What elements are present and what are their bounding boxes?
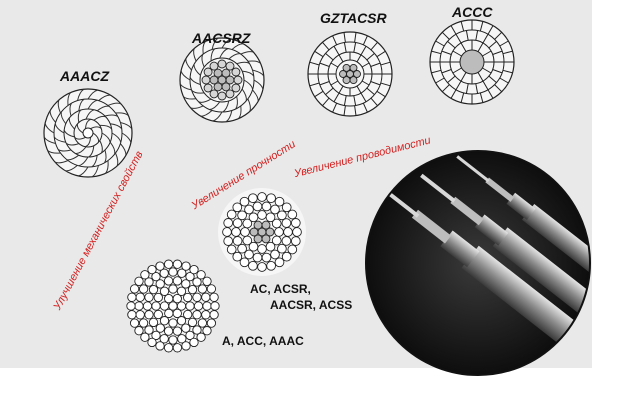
label-a-line: A, ACC, AAAC: [222, 334, 304, 348]
label-gztacsr: GZTACSR: [320, 10, 387, 26]
gztacsr-cross-section: [307, 31, 393, 117]
aaac-cross-section: [126, 259, 220, 353]
aaacz-cross-section: [43, 88, 133, 178]
label-ac-line2: AACSR, ACSS: [270, 298, 353, 312]
label-ac-line1: AC, ACSR,: [250, 282, 311, 296]
label-accc: ACCC: [452, 4, 493, 20]
acsr-cross-section: [218, 188, 306, 276]
cable-photo: [365, 150, 591, 376]
accc-cross-section: [429, 19, 515, 105]
label-aacsrz: AACSRZ: [192, 30, 251, 46]
label-aaacz: AAACZ: [60, 68, 109, 84]
aacsrz-cross-section: [179, 37, 265, 123]
